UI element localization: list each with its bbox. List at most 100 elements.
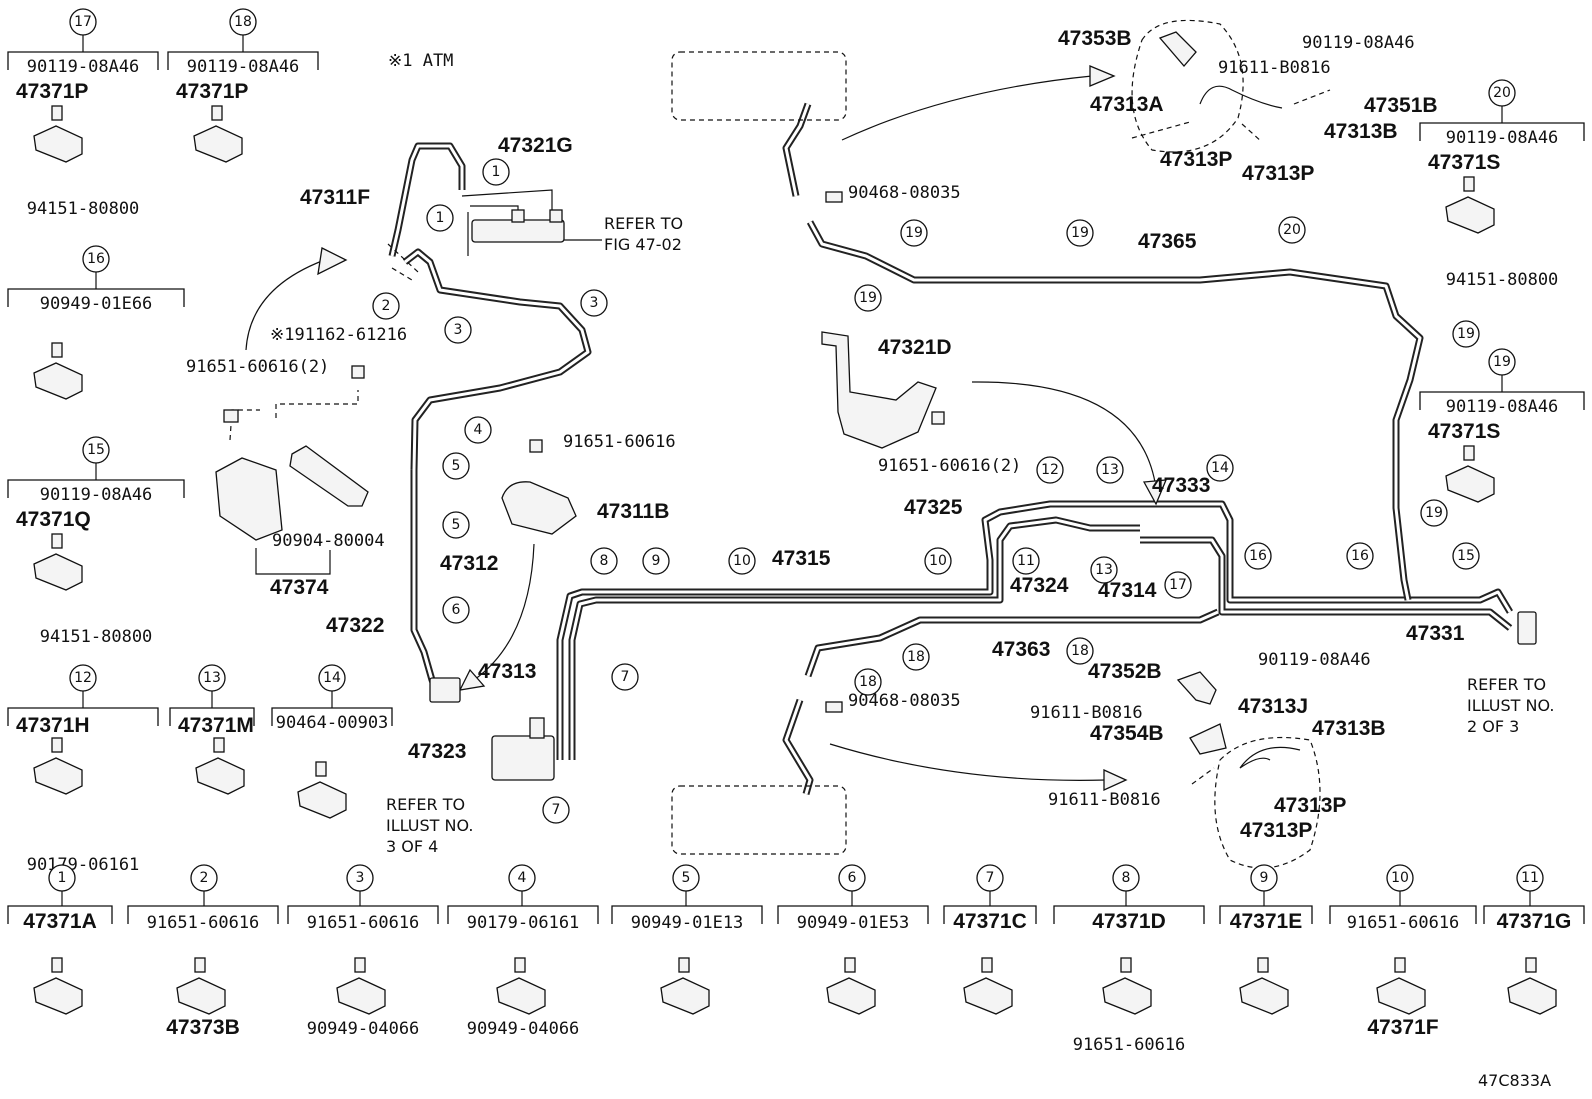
part-label-l22: 47333 bbox=[1152, 474, 1210, 497]
part-label-l27: 47353B bbox=[1058, 27, 1132, 50]
part-label-l14: 47323 bbox=[408, 740, 466, 763]
callout-15: 15 bbox=[82, 436, 110, 464]
bottom-head-label: 47371A bbox=[23, 910, 97, 933]
detail-part-number: 90119-08A46 bbox=[40, 485, 153, 505]
bottom-head-label: 47371D bbox=[1092, 910, 1166, 933]
bottom-bottom-label: 47373B bbox=[166, 1016, 240, 1039]
callout-number: 5 bbox=[682, 870, 691, 886]
callout-11: 11 bbox=[1012, 547, 1040, 575]
callout-18: 18 bbox=[1066, 637, 1094, 665]
callout-7: 7 bbox=[976, 864, 1004, 892]
callout-16: 16 bbox=[82, 245, 110, 273]
callout-number: 12 bbox=[1041, 462, 1059, 478]
part-label-l25: 90468-08035 bbox=[848, 183, 961, 203]
callout-number: 11 bbox=[1017, 553, 1035, 569]
callout-5: 5 bbox=[442, 452, 470, 480]
callout-number: 2 bbox=[200, 870, 209, 886]
bottom-bottom-label: 47371F bbox=[1367, 1016, 1438, 1039]
callout-number: 10 bbox=[929, 553, 947, 569]
callout-number: 17 bbox=[74, 14, 92, 30]
callout-number: 18 bbox=[907, 649, 925, 665]
detail-sub-label: 47371H bbox=[16, 714, 90, 737]
detail-sub-label: 47371P bbox=[176, 80, 248, 103]
part-detail-boxes: 1790119-08A4647371P94151-808001890119-08… bbox=[7, 8, 1585, 875]
part-label-l35: 47363 bbox=[992, 638, 1050, 661]
callout-4: 4 bbox=[508, 864, 536, 892]
brake-pipe-network bbox=[388, 85, 1514, 795]
callout-9: 9 bbox=[642, 547, 670, 575]
callout-18: 18 bbox=[902, 643, 930, 671]
callout-8: 8 bbox=[1112, 864, 1140, 892]
part-label-l5: ※191162-61216 bbox=[270, 325, 407, 345]
bolt-icon bbox=[194, 957, 206, 973]
callout-number: 6 bbox=[848, 870, 857, 886]
callout-3: 3 bbox=[444, 316, 472, 344]
callout-11: 11 bbox=[1516, 864, 1544, 892]
bottom-head-label: 90949-01E53 bbox=[797, 913, 910, 933]
callout-number: 15 bbox=[1457, 548, 1475, 564]
callout-18: 18 bbox=[229, 8, 257, 36]
callout-number: 1 bbox=[492, 164, 501, 180]
bolt-icon bbox=[981, 957, 993, 973]
callout-16: 16 bbox=[1244, 542, 1272, 570]
footnote: ※1 ATM bbox=[388, 51, 453, 71]
part-label-l38: ILLUST NO. bbox=[1467, 696, 1554, 715]
bottom-bottom-label: 91651-60616 bbox=[1073, 1035, 1186, 1055]
callout-13: 13 bbox=[1090, 556, 1118, 584]
callout-19: 19 bbox=[1066, 219, 1094, 247]
clip-sketch bbox=[33, 757, 83, 795]
callout-20: 20 bbox=[1278, 216, 1306, 244]
callout-10: 10 bbox=[1386, 864, 1414, 892]
callout-number: 10 bbox=[1391, 870, 1409, 886]
bottom-head-label: 47371C bbox=[953, 910, 1027, 933]
callout-number: 9 bbox=[1260, 870, 1269, 886]
bottom-bottom-label: 90949-04066 bbox=[307, 1019, 420, 1039]
clip-sketch bbox=[1507, 977, 1557, 1015]
callout-number: 16 bbox=[87, 251, 105, 267]
part-label-l3: REFER TO bbox=[604, 214, 683, 233]
detail-bottom-part-number: 94151-80800 bbox=[1446, 270, 1559, 290]
bolt-icon bbox=[1120, 957, 1132, 973]
part-label-l30: 47313A bbox=[1090, 93, 1164, 116]
callout-number: 20 bbox=[1493, 85, 1511, 101]
bolt-icon bbox=[213, 737, 225, 753]
bolt-icon bbox=[1257, 957, 1269, 973]
clip-sketch bbox=[1445, 196, 1495, 234]
part-label-l48: 47313P bbox=[1240, 819, 1312, 842]
bolt-icon bbox=[1463, 445, 1475, 461]
bottom-box-6: 6 90949-01E53 bbox=[777, 864, 929, 1015]
callout-10: 10 bbox=[924, 547, 952, 575]
part-label-l7: 90904-80004 bbox=[272, 531, 385, 551]
detail-bottom-part-number: 94151-80800 bbox=[40, 627, 153, 647]
callout-number: 4 bbox=[474, 422, 483, 438]
part-label-l8: 47374 bbox=[270, 576, 329, 599]
clip-sketch bbox=[33, 553, 83, 591]
callout-12: 12 bbox=[1036, 456, 1064, 484]
part-label-l21: 47314 bbox=[1098, 579, 1157, 602]
bolt-icon bbox=[51, 957, 63, 973]
clip-sketch bbox=[195, 757, 245, 795]
clip-sketch bbox=[660, 977, 710, 1015]
clip-sketch bbox=[826, 977, 876, 1015]
clip-sketch bbox=[33, 362, 83, 400]
clip-sketch bbox=[33, 977, 83, 1015]
callout-number: 2 bbox=[382, 298, 391, 314]
bolt-icon bbox=[678, 957, 690, 973]
part-label-l9: 47312 bbox=[440, 552, 498, 575]
callout-number: 7 bbox=[552, 802, 561, 818]
detail-part-number: 90949-01E66 bbox=[40, 294, 153, 314]
part-label-l1: 47311F bbox=[300, 186, 370, 209]
detail-box-16: 16 90949-01E66 bbox=[7, 245, 185, 400]
clip-sketch bbox=[297, 781, 347, 819]
callout-number: 3 bbox=[454, 322, 463, 338]
bolt-icon bbox=[51, 737, 63, 753]
callout-number: 7 bbox=[621, 669, 630, 685]
part-label-l29: 91611-B0816 bbox=[1218, 58, 1331, 78]
bolt-icon bbox=[1463, 176, 1475, 192]
part-label-l24: 91651-60616(2) bbox=[878, 456, 1021, 476]
detail-sub-label: 47371M bbox=[178, 714, 254, 737]
